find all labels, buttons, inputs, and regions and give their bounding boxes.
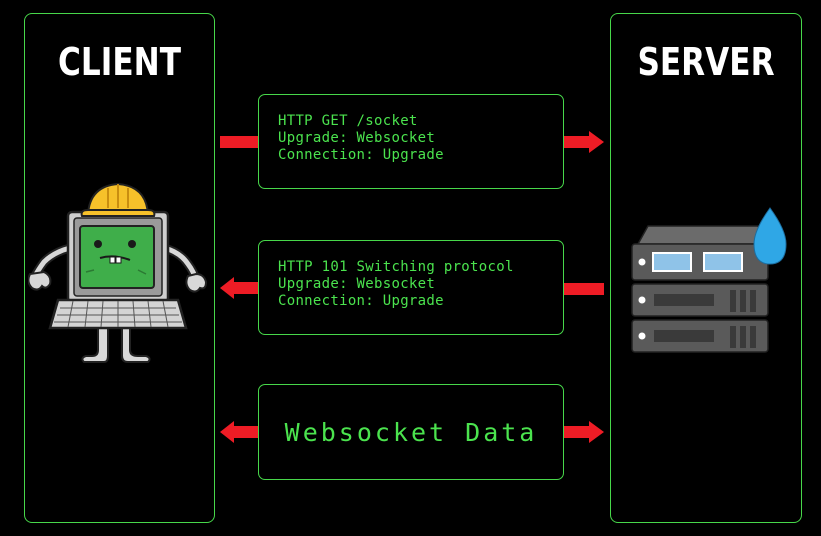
data-arrow-head-left-icon — [220, 421, 258, 443]
response-line-2: Upgrade: Websocket — [278, 276, 436, 292]
client-title: CLIENT — [58, 40, 181, 84]
client-panel: CLIENT — [24, 13, 215, 523]
response-line-3: Connection: Upgrade — [278, 293, 444, 309]
server-panel: SERVER — [610, 13, 802, 523]
upgrade-response-box: HTTP 101 Switching protocol Upgrade: Web… — [258, 240, 564, 335]
request-line-3: Connection: Upgrade — [278, 147, 444, 163]
request-arrow-head-right-icon — [564, 131, 604, 153]
websocket-data-label: Websocket Data — [284, 418, 538, 447]
request-arrow-tail — [220, 136, 258, 148]
request-line-1: HTTP GET /socket — [278, 113, 418, 129]
upgrade-request-text: HTTP GET /socket Upgrade: Websocket Conn… — [278, 113, 444, 164]
upgrade-request-box: HTTP GET /socket Upgrade: Websocket Conn… — [258, 94, 564, 189]
server-rack-icon — [628, 206, 792, 356]
data-arrow-head-right-icon — [564, 421, 604, 443]
upgrade-response-text: HTTP 101 Switching protocol Upgrade: Web… — [278, 259, 514, 310]
server-title: SERVER — [637, 40, 775, 84]
response-line-1: HTTP 101 Switching protocol — [278, 259, 514, 275]
request-line-2: Upgrade: Websocket — [278, 130, 436, 146]
client-robot-icon — [28, 178, 208, 370]
response-arrow-head-left-icon — [220, 277, 258, 299]
response-arrow-tail — [564, 283, 604, 295]
websocket-data-box: Websocket Data — [258, 384, 564, 480]
